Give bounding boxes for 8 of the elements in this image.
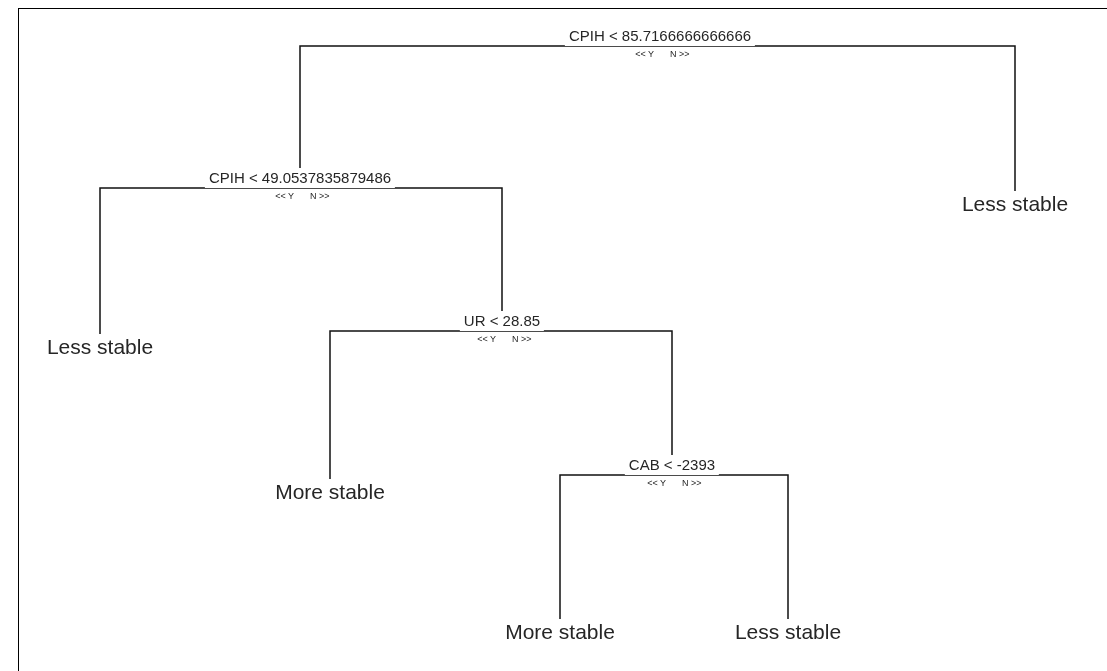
branch-direction-label: N >> bbox=[512, 334, 532, 344]
branch-direction-label: << Y bbox=[647, 478, 666, 488]
branch-direction-label: << Y bbox=[275, 191, 294, 201]
branch-direction-label: N >> bbox=[670, 49, 690, 59]
branch-direction-label: << Y bbox=[635, 49, 654, 59]
branch-direction-label: N >> bbox=[310, 191, 330, 201]
branch-direction-label: << Y bbox=[477, 334, 496, 344]
branch-direction-label: N >> bbox=[682, 478, 702, 488]
